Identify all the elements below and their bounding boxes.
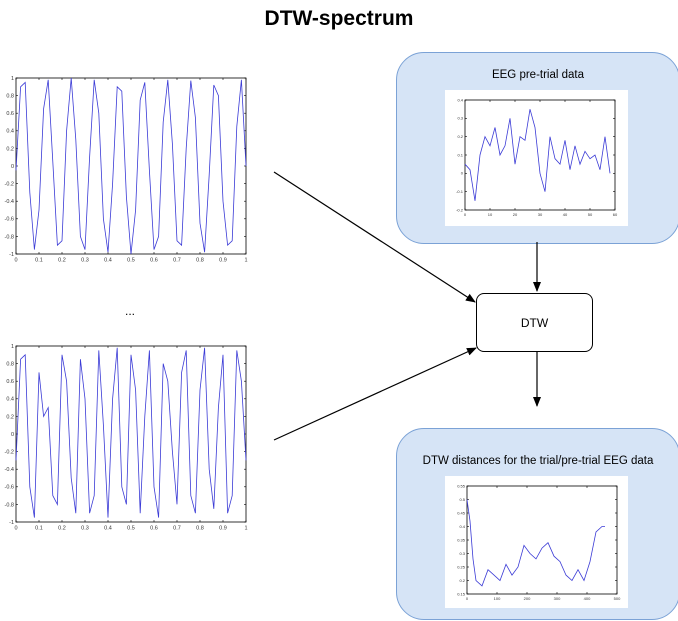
y-tick-label: 0.8: [6, 362, 14, 368]
y-tick-label: -0.8: [5, 234, 14, 240]
x-tick-label: 0.7: [173, 526, 181, 532]
dtw-box: DTW: [476, 293, 593, 352]
y-tick-label: -0.2: [5, 450, 14, 456]
x-tick-label: 1: [244, 526, 247, 532]
y-tick-label: -0.2: [456, 207, 464, 212]
y-tick-label: 0.1: [457, 152, 463, 157]
plot-frame: [15, 345, 247, 523]
x-tick-label: 0: [466, 596, 469, 601]
series-line: [466, 499, 605, 587]
x-tick-label: 100: [494, 596, 501, 601]
y-tick-label: 0.4: [6, 397, 14, 403]
x-tick-label: 30: [538, 212, 543, 217]
x-tick-label: 400: [584, 596, 591, 601]
plot-frame: [15, 77, 247, 255]
x-tick-label: 1: [244, 258, 247, 264]
y-tick-label: 0.2: [459, 578, 465, 583]
ellipsis: ...: [124, 304, 135, 318]
y-tick-label: 1: [11, 344, 14, 350]
plot-frame: [466, 485, 618, 595]
y-tick-label: 0.3: [459, 551, 465, 556]
plot-frame: [464, 99, 616, 211]
y-tick-label: -0.8: [5, 502, 14, 508]
x-tick-label: 0.3: [81, 258, 89, 264]
y-tick-label: -0.4: [5, 467, 14, 473]
x-tick-label: 0: [464, 212, 467, 217]
y-tick-label: 0.4: [457, 97, 463, 102]
series-line: [15, 347, 247, 518]
y-tick-label: 0.6: [6, 379, 14, 385]
x-tick-label: 0.4: [104, 258, 112, 264]
y-tick-label: 1: [11, 76, 14, 82]
y-tick-label: 0.6: [6, 111, 14, 117]
page-title: DTW-spectrum: [264, 7, 414, 30]
x-tick-label: 300: [554, 596, 561, 601]
x-tick-label: 0: [14, 258, 17, 264]
x-tick-label: 0.1: [35, 526, 43, 532]
y-tick-label: 0.2: [457, 134, 463, 139]
y-tick-label: 0.15: [457, 591, 466, 596]
dtw-distances-box: DTW distances for the trial/pre-trial EE…: [396, 428, 678, 620]
x-tick-label: 0.8: [196, 258, 204, 264]
x-tick-label: 0.6: [150, 526, 158, 532]
y-tick-label: -0.2: [5, 182, 14, 188]
y-tick-label: 0.2: [6, 146, 14, 152]
y-tick-label: -0.1: [456, 189, 464, 194]
eeg-pretrial-label: EEG pre-trial data: [491, 69, 585, 81]
y-tick-label: 0.45: [457, 510, 466, 515]
x-tick-label: 500: [614, 596, 621, 601]
eeg-pretrial-box: EEG pre-trial data 0.4 0.3 0.2 0.1 0 -0.1 -0.2…: [396, 52, 678, 244]
y-tick-label: -0.6: [5, 485, 14, 491]
y-tick-label: 0.8: [6, 94, 14, 100]
x-tick-label: 40: [563, 212, 568, 217]
x-tick-label: 20: [513, 212, 518, 217]
y-tick-label: 0: [11, 164, 14, 170]
x-tick-label: 0.2: [58, 526, 66, 532]
y-tick-label: 0.4: [459, 524, 465, 529]
x-tick-label: 60: [613, 212, 618, 217]
x-tick-label: 0.1: [35, 258, 43, 264]
x-tick-label: 0.6: [150, 258, 158, 264]
y-tick-label: 0.3: [457, 116, 463, 121]
x-tick-label: 0.5: [127, 258, 135, 264]
x-tick-label: 50: [588, 212, 593, 217]
y-tick-label: 0: [11, 432, 14, 438]
x-tick-label: 0.2: [58, 258, 66, 264]
y-tick-label: 0: [461, 171, 464, 176]
y-tick-label: 0.5: [459, 497, 465, 502]
x-tick-label: 0.9: [219, 258, 227, 264]
x-tick-label: 0.3: [81, 526, 89, 532]
y-tick-label: 0.35: [457, 537, 466, 542]
y-tick-label: -1: [9, 520, 14, 526]
y-tick-label: 0.25: [457, 564, 466, 569]
y-tick-label: 0.4: [6, 129, 14, 135]
arrow-bottom-plot-to-dtw: [273, 347, 477, 441]
x-tick-label: 0.5: [127, 526, 135, 532]
x-tick-label: 0: [14, 526, 17, 532]
x-tick-label: 0.9: [219, 526, 227, 532]
dtw-distances-label: DTW distances for the trial/pre-trial EE…: [422, 455, 654, 467]
dtw-label: DTW: [520, 315, 549, 330]
x-tick-label: 0.8: [196, 526, 204, 532]
y-tick-label: 0.2: [6, 414, 14, 420]
x-tick-label: 200: [524, 596, 531, 601]
y-tick-label: -0.6: [5, 217, 14, 223]
dtw-distances-plot: 0.55 0.5 0.45 0.4 0.35 0.3 0.25 0.2 0.150 100 200 3…: [457, 483, 621, 601]
x-tick-label: 0.7: [173, 258, 181, 264]
y-tick-label: 0.55: [457, 483, 466, 488]
x-tick-label: 10: [488, 212, 493, 217]
y-tick-label: -1: [9, 252, 14, 258]
x-tick-label: 0.4: [104, 526, 112, 532]
series-line: [464, 109, 611, 201]
y-tick-label: -0.4: [5, 199, 14, 205]
series-line: [15, 77, 247, 255]
